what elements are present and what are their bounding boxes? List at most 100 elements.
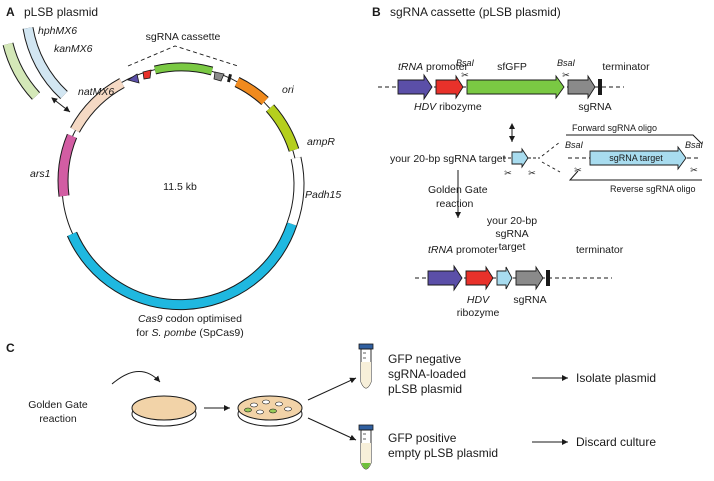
culture-liquid-top (361, 362, 371, 388)
terminator-label-top: terminator (602, 61, 650, 73)
hphmx6-marker-arc (23, 27, 68, 99)
bsai-label-right: BsaI (557, 58, 576, 68)
oligo-bsai-left: BsaI (565, 140, 584, 150)
sgrna-label-top: sgRNA (578, 101, 611, 113)
panel-b: B sgRNA cassette (pLSB plasmid) tRNA pro… (372, 5, 704, 319)
gfp-pellet (361, 463, 371, 469)
oligo-scissors-right: ✂ (690, 165, 698, 175)
plasmid-size-label: 11.5 kb (163, 181, 197, 193)
target-arrow-bottom (496, 266, 513, 290)
hdv-label-top: HDV ribozyme (414, 101, 482, 113)
outcome-top-line1: GFP negative (388, 352, 461, 366)
panel-a-letter: A (6, 5, 15, 19)
scissors-icon-right: ✂ (562, 70, 570, 80)
cas9-caption-line2: for S. pombe (SpCas9) (136, 327, 243, 339)
panel-b-title: sgRNA cassette (pLSB plasmid) (390, 5, 561, 19)
sfgfp-arrow (466, 74, 565, 100)
agar-plate-colonies (237, 395, 303, 421)
your-target-b-line1: your 20-bp (487, 215, 537, 227)
label-hphmx6: hphMX6 (38, 25, 77, 37)
cassette-callout-lines (127, 45, 239, 67)
scissors-icon-left: ✂ (461, 70, 469, 80)
hdv-ribozyme-arrow-bottom (465, 265, 494, 291)
sgrna-target-box-label: sgRNA target (609, 153, 663, 163)
terminator-bottom (546, 270, 550, 286)
label-natmx6: natMX6 (78, 86, 114, 98)
label-padh15: Padh15 (305, 189, 341, 201)
tube-cap-top (358, 343, 374, 350)
terminator-top (598, 79, 602, 95)
oligo-bsai-right: BsaI (685, 140, 704, 150)
label-kanmx6: kanMX6 (54, 43, 93, 55)
label-ampr: ampR (307, 136, 335, 148)
sgrna-label-bottom: sgRNA (513, 294, 546, 306)
discard-culture-label: Discard culture (576, 435, 656, 449)
hdv-label-bottom: HDV (467, 294, 490, 306)
target-small-arrow (511, 147, 529, 169)
bsai-label-left: BsaI (456, 58, 475, 68)
isolate-plasmid-label: Isolate plasmid (576, 371, 656, 385)
trna-promoter-arrow-bottom (427, 264, 463, 292)
reverse-oligo-line (568, 170, 702, 181)
sfgfp-label: sfGFP (497, 61, 527, 73)
zoom-line-top (541, 141, 561, 157)
golden-gate-label-b1: Golden Gate (428, 184, 488, 196)
marker-swap-arrow (51, 97, 71, 113)
transformation-arrow (111, 371, 161, 385)
padh15-promoter-arc (287, 157, 304, 226)
cas9-caption-line1: Cas9 codon optimised (138, 313, 242, 325)
colony-green (269, 408, 277, 414)
reverse-oligo-label: Reverse sgRNA oligo (610, 184, 696, 194)
colony-white (256, 409, 264, 415)
golden-gate-label-c2: reaction (39, 413, 77, 425)
sgrna-arrow-bottom (515, 265, 544, 291)
ori-arc (234, 77, 269, 105)
label-ori: ori (282, 84, 294, 96)
split-arrow-bottom (307, 417, 357, 441)
cassette-promoter-mark (127, 73, 140, 84)
colony-green (244, 407, 252, 413)
panel-c: C Golden Gate reaction (6, 341, 656, 470)
cassette-sgrna-mark (213, 71, 225, 82)
panel-a: A pLSB plasmid 11.5 kb sgRNA casse (2, 5, 341, 339)
split-arrow-top (307, 377, 357, 401)
your-target-label: your 20-bp sgRNA target (390, 153, 506, 165)
sgrna-cassette-sfgfp-arc (154, 63, 213, 75)
scissors-icon-small-right: ✂ (528, 168, 536, 178)
colony-white (275, 401, 283, 407)
panel-b-letter: B (372, 5, 381, 19)
scissors-icon-small-left: ✂ (504, 168, 512, 178)
your-target-b-line3: target (499, 241, 526, 253)
trna-promoter-label-bottom: tRNA promoter (428, 244, 499, 256)
ribozyme-label-bottom: ribozyme (457, 307, 500, 319)
outcome-top-line2: sgRNA-loaded (388, 367, 466, 381)
trna-promoter-arrow (397, 73, 433, 101)
agar-plate-empty (131, 395, 197, 421)
oligo-scissors-left: ✂ (574, 165, 582, 175)
colony-white (284, 406, 292, 412)
sgrna-cassette-label: sgRNA cassette (146, 31, 221, 43)
ampr-gene-arc (266, 105, 299, 152)
forward-oligo-label: Forward sgRNA oligo (572, 123, 657, 133)
golden-gate-label-b2: reaction (436, 198, 474, 210)
natmx6-marker-arc (71, 79, 125, 133)
sgrna-arrow-top (567, 74, 596, 100)
cas9-gene-arc (67, 222, 297, 310)
colony-white (250, 402, 258, 408)
ars1-arc (58, 134, 77, 197)
zoom-line-bottom (541, 161, 561, 173)
culture-liquid-bottom (361, 443, 371, 469)
outcome-bottom-line2: empty pLSB plasmid (388, 446, 498, 460)
forward-oligo-line (566, 134, 703, 145)
hdv-ribozyme-arrow (435, 74, 464, 100)
trna-promoter-label-top: tRNA promoter (398, 61, 469, 73)
cassette-terminator-mark (226, 73, 232, 83)
panel-c-letter: C (6, 341, 15, 355)
outcome-bottom-line1: GFP positive (388, 431, 457, 445)
panel-a-title: pLSB plasmid (24, 5, 98, 19)
golden-gate-label-c1: Golden Gate (28, 399, 88, 411)
colony-white (262, 399, 270, 405)
your-target-b-line2: sgRNA (495, 228, 528, 240)
terminator-label-bottom: terminator (576, 244, 624, 256)
